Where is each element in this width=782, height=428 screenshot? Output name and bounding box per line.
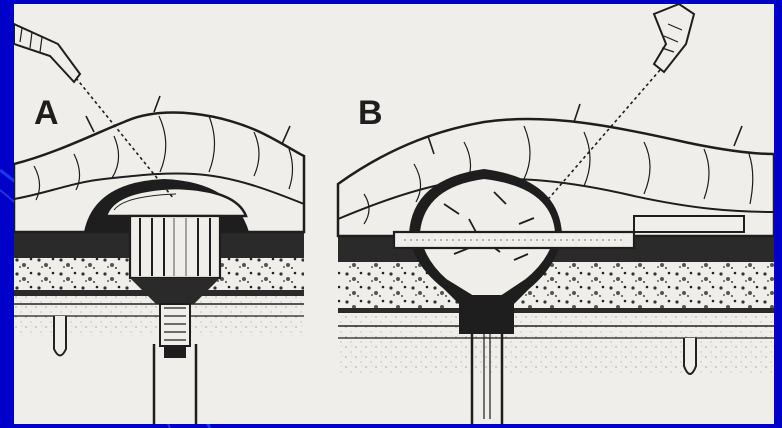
panel-label-a: A [34, 94, 59, 133]
panel-b-bone-layer [338, 262, 774, 308]
illustration-canvas [14, 4, 774, 424]
panel-a-valve-body [130, 216, 220, 278]
panel-label-b: B [358, 94, 383, 133]
panel-b-drawing [338, 4, 774, 424]
panel-a-drawing [14, 24, 304, 424]
medical-illustration: A B [14, 4, 774, 424]
